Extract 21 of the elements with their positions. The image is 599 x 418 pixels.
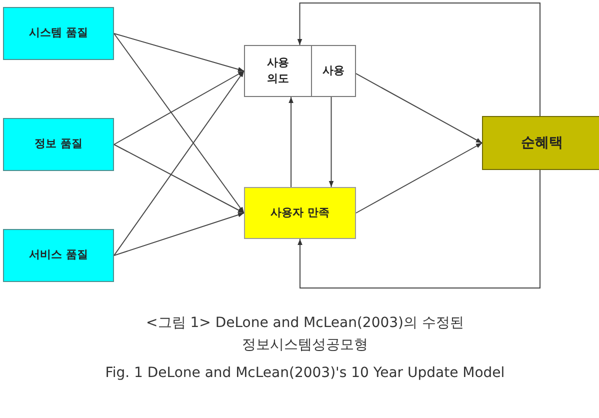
process-box: 사용자 만족: [244, 187, 356, 239]
process-box: 시스템 품질: [3, 7, 114, 60]
process-box: 사용: [311, 45, 356, 97]
arrow: [288, 96, 294, 188]
arrow: [356, 73, 482, 144]
arrow: [356, 142, 482, 214]
result-box: 순혜택: [482, 116, 599, 170]
arrow: [114, 144, 244, 214]
arrow: [298, 170, 540, 288]
arrow: [297, 2, 540, 116]
arrow: [114, 70, 244, 145]
arrow: [114, 70, 244, 256]
arrow: [114, 33, 244, 214]
process-box: 정보 품질: [3, 118, 114, 171]
process-box: 서비스 품질: [3, 229, 114, 282]
figure-caption: Fig. 1 DeLone and McLean(2003)'s 10 Year Update Model: [104, 364, 506, 383]
process-box: 사용 의도: [244, 45, 312, 97]
arrow: [114, 33, 244, 72]
arrow: [114, 212, 244, 256]
figure-caption: <그림 1> DeLone and McLean(2003)의 수정된 정보시스템성공모형: [145, 314, 465, 355]
arrow: [328, 96, 334, 188]
